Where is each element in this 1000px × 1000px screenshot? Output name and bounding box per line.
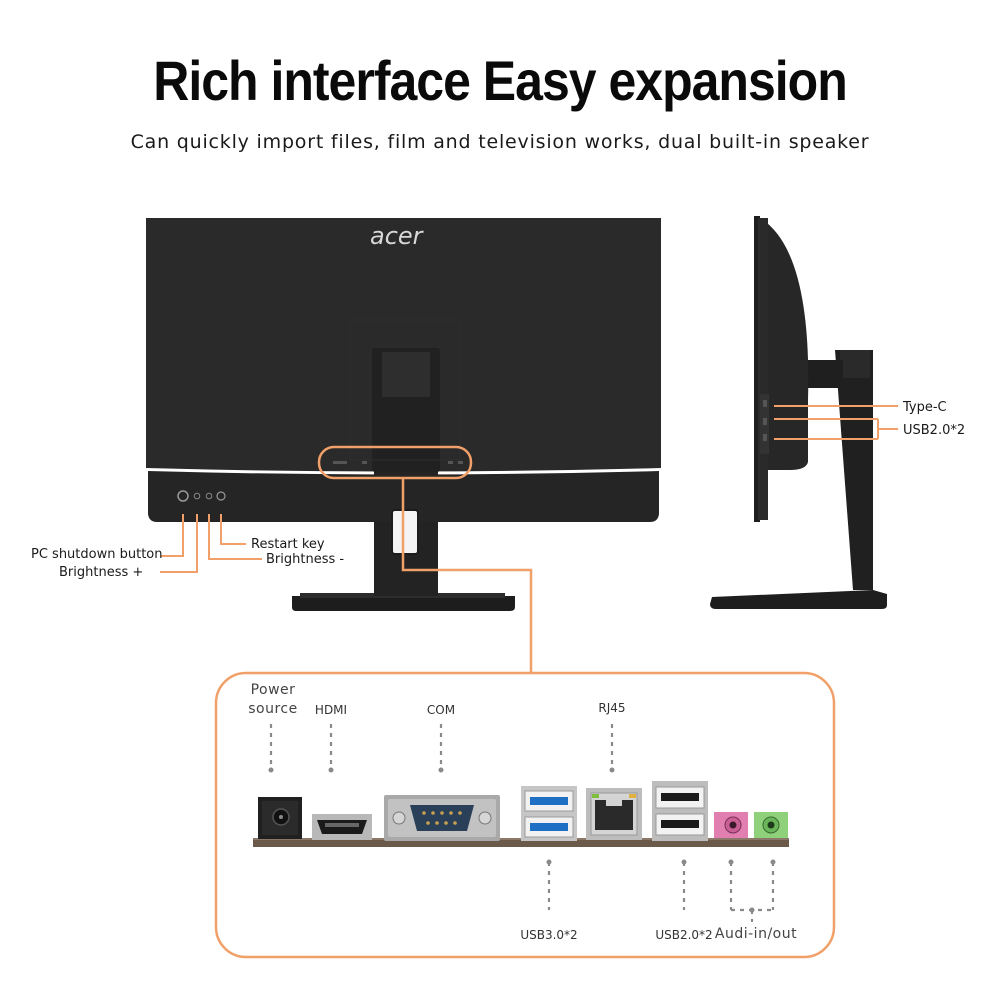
usb3-ports-icon bbox=[521, 786, 577, 841]
label-audio: Audi-in/out bbox=[714, 926, 798, 942]
hdmi-port-icon bbox=[312, 814, 372, 840]
io-connector-line bbox=[401, 478, 533, 672]
label-com: COM bbox=[426, 703, 456, 717]
label-brightness-plus: Brightness + bbox=[59, 565, 144, 580]
monitor-back-panel bbox=[146, 218, 661, 472]
monitor-side-view bbox=[710, 216, 887, 609]
pcb-board bbox=[253, 838, 789, 847]
audio-jacks-icon bbox=[714, 812, 788, 838]
label-hdmi: HDMI bbox=[314, 703, 348, 717]
label-side-usb20: USB2.0*2 bbox=[903, 423, 966, 438]
power-button-icon bbox=[177, 490, 189, 502]
monitor-rear-view bbox=[146, 218, 661, 611]
button-callout-lines bbox=[160, 514, 262, 573]
label-type-c: Type-C bbox=[903, 400, 947, 415]
label-restart-key: Restart key bbox=[251, 537, 325, 552]
label-usb30: USB3.0*2 bbox=[520, 928, 578, 942]
headline: Rich interface Easy expansion bbox=[153, 49, 848, 113]
label-pc-shutdown: PC shutdown button bbox=[31, 547, 163, 562]
subheadline: Can quickly import files, film and telev… bbox=[130, 131, 870, 153]
label-usb20: USB2.0*2 bbox=[655, 928, 713, 942]
usb2-ports-icon bbox=[652, 781, 708, 841]
cable-hole bbox=[391, 509, 419, 555]
rj45-port-icon bbox=[586, 788, 642, 840]
power-jack-icon bbox=[258, 797, 302, 839]
side-base bbox=[710, 590, 887, 609]
monitor-base bbox=[292, 596, 515, 611]
side-port-callout-lines bbox=[774, 405, 898, 440]
label-rj45: RJ45 bbox=[598, 701, 626, 715]
com-port-icon bbox=[384, 795, 500, 841]
acer-logo: acer bbox=[370, 222, 423, 250]
rear-io-highlight bbox=[317, 445, 473, 480]
label-power-source: Power source bbox=[248, 682, 298, 717]
label-brightness-minus: Brightness - bbox=[266, 552, 345, 567]
